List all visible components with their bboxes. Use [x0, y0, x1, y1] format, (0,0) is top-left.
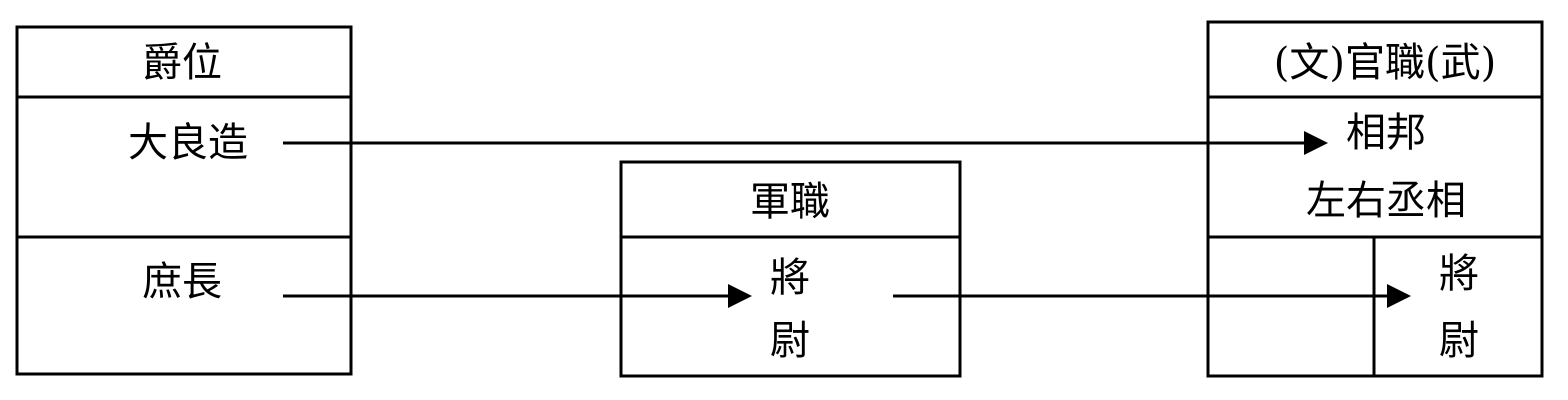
rank-header: 爵位	[142, 40, 222, 86]
military-item-commandant: 尉	[770, 318, 810, 364]
arrow-military-to-office	[893, 284, 1411, 308]
military-box-frame	[619, 160, 962, 378]
office-header: (文)官職(武)	[1274, 40, 1496, 86]
military-header: 軍職	[750, 179, 830, 225]
arrow-head	[728, 284, 752, 308]
rank-box-frame	[15, 25, 353, 376]
military-item-general: 將	[770, 255, 810, 301]
office-civil-item-chancellors: 左右丞相	[1306, 178, 1466, 224]
military-box: 軍職 將 尉	[619, 160, 962, 378]
office-military-item-commandant: 尉	[1439, 318, 1479, 364]
rank-item-shuzhang: 庶長	[142, 259, 222, 305]
office-military-item-general: 將	[1439, 251, 1479, 297]
arrow-daliangzao-to-xiangbang	[283, 131, 1328, 155]
arrow-shuzhang-to-military	[283, 284, 752, 308]
rank-box: 爵位 大良造 庶長	[15, 25, 353, 376]
arrow-head	[1387, 284, 1411, 308]
rank-item-daliangzao: 大良造	[128, 120, 248, 166]
office-box: (文)官職(武) 相邦 左右丞相 將 尉	[1206, 20, 1544, 378]
office-civil-item-xiangbang: 相邦	[1346, 110, 1426, 156]
arrow-head	[1304, 131, 1328, 155]
